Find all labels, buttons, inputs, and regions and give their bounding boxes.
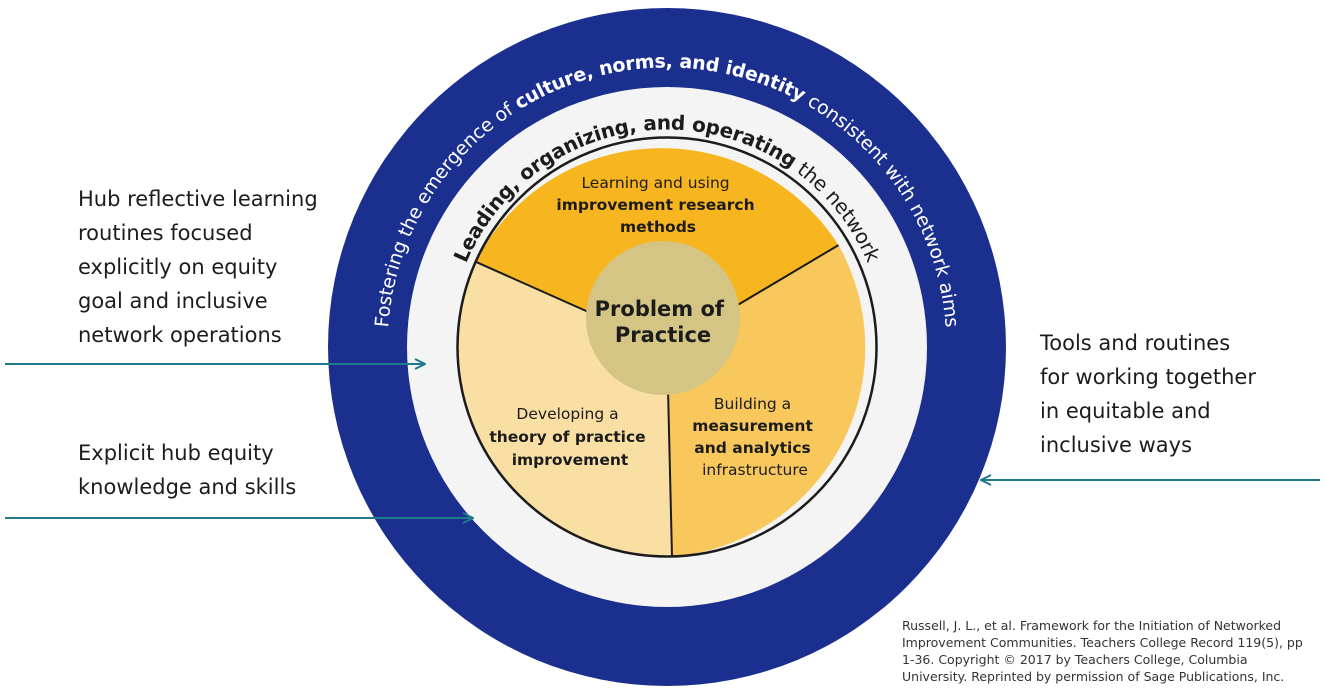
citation-line: Improvement Communities. Teachers Colleg… (902, 635, 1303, 650)
left-top-note: Hub reflective learning routines focused… (78, 182, 318, 352)
left-bottom-note-line: Explicit hub equity (78, 441, 274, 465)
wedge-right-label: Building a measurement and analytics inf… (692, 395, 818, 479)
right-note-line: in equitable and (1040, 399, 1211, 423)
left-top-note-line: network operations (78, 323, 282, 347)
right-note: Tools and routines for working together … (1040, 326, 1256, 462)
center-title-line1: Problem of (595, 297, 725, 321)
citation-line: 1-36. Copyright © 2017 by Teachers Colle… (902, 652, 1248, 667)
citation-line: University. Reprinted by permission of S… (902, 669, 1285, 684)
wedge-outline (456, 136, 878, 558)
left-bottom-note: Explicit hub equity knowledge and skills (78, 436, 296, 504)
center-title-line2: Practice (615, 323, 711, 347)
left-top-note-line: Hub reflective learning (78, 187, 318, 211)
center-title: Problem of Practice (595, 297, 732, 347)
right-note-line: inclusive ways (1040, 433, 1193, 457)
left-top-note-line: explicitly on equity (78, 255, 278, 279)
right-note-line: Tools and routines (1040, 331, 1231, 355)
citation: Russell, J. L., et al. Framework for the… (902, 617, 1303, 685)
left-top-note-line: goal and inclusive (78, 289, 268, 313)
wedge-top-label: Learning and using improvement research … (556, 174, 759, 236)
citation-line: Russell, J. L., et al. Framework for the… (902, 618, 1282, 633)
left-top-note-line: routines focused (78, 221, 253, 245)
center-circle (586, 241, 740, 395)
wedge-left-label: Developing a theory of practice improvem… (489, 405, 650, 469)
right-note-line: for working together (1040, 365, 1256, 389)
left-bottom-note-line: knowledge and skills (78, 475, 297, 499)
